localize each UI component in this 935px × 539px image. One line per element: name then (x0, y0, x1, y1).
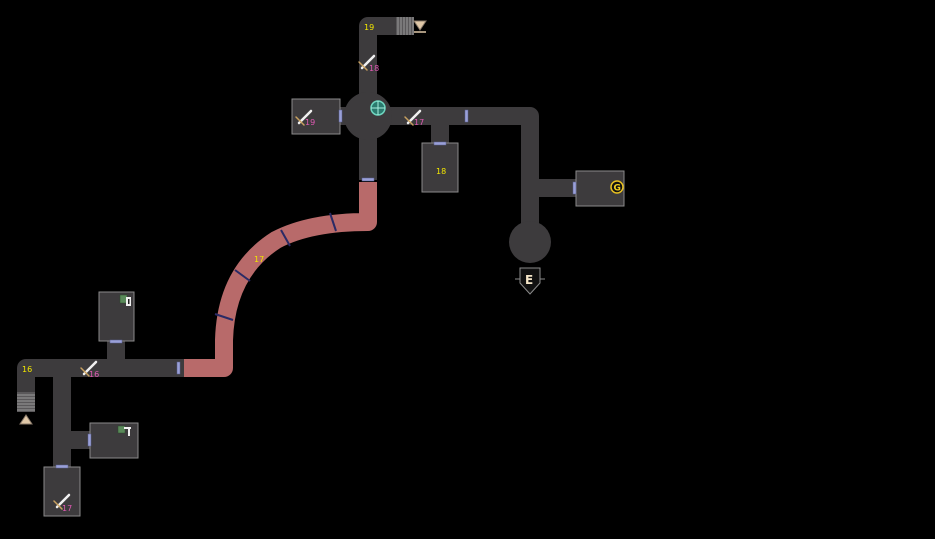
left-stairs[interactable] (17, 392, 35, 412)
left-corridor (17, 359, 185, 395)
hub-chamber (344, 92, 392, 140)
chest-marker[interactable] (119, 294, 131, 306)
curved-corridor-level: 17 (254, 255, 264, 264)
enemy-level: 18 (369, 64, 379, 73)
enemy-marker[interactable]: 16 (80, 360, 99, 379)
room-west-of-hub[interactable] (291, 98, 341, 135)
enemy-level: 19 (305, 118, 315, 127)
stairs-down-icon[interactable] (413, 20, 427, 33)
door[interactable] (338, 109, 343, 123)
gate-icon (610, 180, 624, 194)
door[interactable] (361, 177, 375, 182)
gate-marker[interactable]: G (610, 180, 624, 194)
exit-chamber (509, 221, 551, 263)
door[interactable] (176, 361, 181, 375)
key-marker[interactable] (117, 425, 131, 436)
enemy-marker[interactable]: 19 (295, 109, 315, 127)
enemy-marker[interactable]: 17 (404, 109, 424, 127)
sword-icon (80, 360, 98, 377)
door[interactable] (572, 181, 577, 195)
door[interactable] (433, 141, 447, 146)
enemy-marker[interactable]: 17 (53, 493, 72, 513)
gate-letter: G (614, 184, 621, 194)
stairs-up-icon[interactable] (19, 414, 33, 425)
corridors (17, 17, 578, 468)
left-corridor-level: 16 (22, 365, 32, 374)
doors (55, 109, 577, 469)
door[interactable] (87, 433, 92, 447)
sword-icon (404, 109, 422, 126)
exit-letter: E (525, 273, 533, 287)
door[interactable] (55, 464, 69, 469)
room-level: 18 (436, 167, 446, 176)
door[interactable] (109, 339, 123, 344)
top-corridor-level: 19 (364, 23, 374, 32)
sword-icon (358, 54, 376, 71)
top-stairs[interactable] (396, 17, 414, 35)
curved-corridor-dividers (214, 212, 337, 321)
enemy-level: 17 (62, 504, 72, 513)
sword-icon (53, 493, 71, 510)
sword-icon (295, 109, 313, 126)
exit-marker[interactable]: E (515, 267, 545, 295)
treasure-chest-icon (119, 294, 131, 306)
enemy-level: 17 (414, 118, 424, 127)
enemy-level: 16 (89, 370, 99, 379)
key-icon (117, 425, 131, 436)
door[interactable] (464, 109, 469, 123)
curved-corridor (184, 182, 377, 377)
exit-icon (519, 267, 541, 295)
save-point-icon[interactable] (370, 100, 386, 116)
room-bottom-left[interactable] (43, 466, 81, 517)
enemy-marker[interactable]: 18 (358, 54, 379, 73)
